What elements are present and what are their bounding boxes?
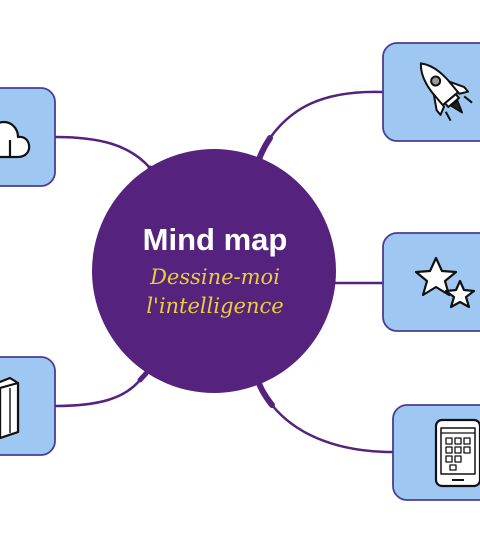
- branch-line-rocket: [268, 90, 385, 140]
- branch-box-stars[interactable]: [382, 232, 480, 332]
- stars-icon: [414, 256, 476, 309]
- branch-line-cloud: [53, 135, 152, 170]
- center-title: Mind map: [142, 222, 288, 257]
- book-icon: [0, 376, 20, 440]
- center-subtitle-line-2: l'intelligence: [146, 294, 284, 318]
- tablet-icon: [434, 418, 480, 488]
- branch-box-rocket[interactable]: [382, 42, 480, 142]
- branch-box-book[interactable]: [0, 356, 56, 456]
- rocket-icon: [419, 62, 473, 122]
- branch-box-cloud[interactable]: [0, 87, 56, 187]
- branch-line-book: [53, 378, 142, 408]
- branch-box-tablet[interactable]: [392, 404, 480, 501]
- center-node: [92, 149, 336, 393]
- branch-line-tablet: [270, 403, 395, 454]
- center-subtitle-line-1: Dessine-moi: [150, 265, 280, 289]
- cloud-icon: [0, 120, 31, 159]
